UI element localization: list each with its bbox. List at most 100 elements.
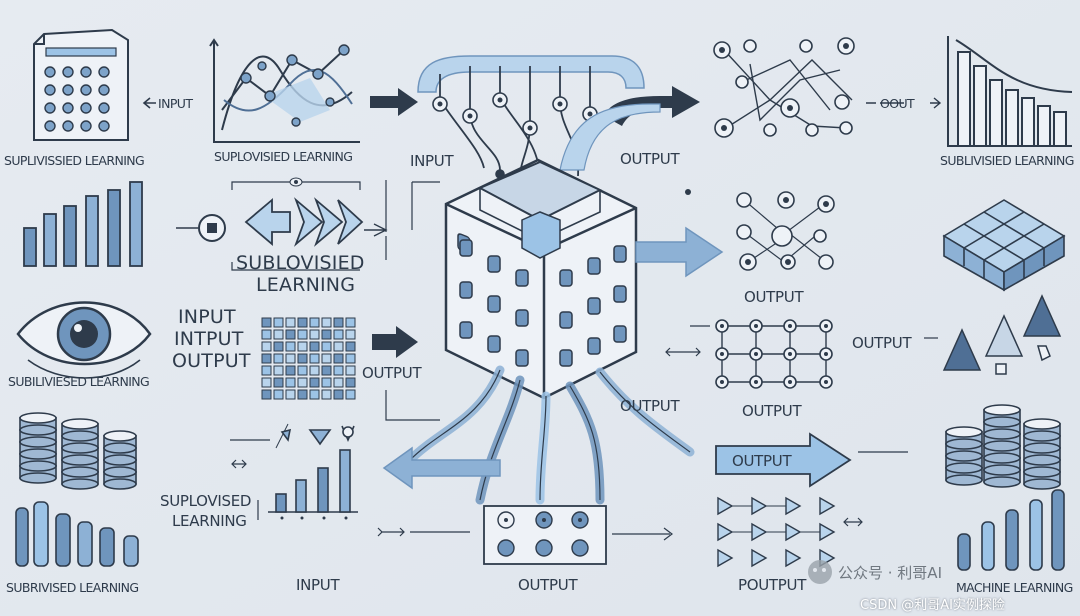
grid-cell: [333, 329, 344, 340]
grid-cell: [285, 317, 296, 328]
grid-cell: [297, 389, 308, 400]
grid-cell: [273, 377, 284, 388]
top-right-output-label: OOUT: [880, 96, 915, 111]
grid-cell: [309, 317, 320, 328]
document-dots: [44, 66, 110, 132]
bottom-poutput-label: POUTPUT: [738, 576, 807, 594]
mid-left-title-line1: SUBLOVISIED: [236, 252, 365, 274]
grid-cell: [297, 341, 308, 352]
cylinder-stack: [1023, 418, 1061, 490]
grid-cell: [321, 377, 332, 388]
wechat-logo-icon: [808, 560, 832, 584]
grid-cell: [345, 353, 356, 364]
cylinder-stack: [983, 404, 1021, 488]
mid-arrow-right: [372, 326, 418, 358]
bar-chart-bottom-mid: [268, 423, 358, 513]
bottom-guide-line: [385, 390, 440, 421]
cylinder-stack: [61, 418, 99, 490]
grid-cell: [285, 341, 296, 352]
grid-cell: [297, 317, 308, 328]
play-grid-arrow: [843, 517, 863, 527]
grid-cell: [285, 353, 296, 364]
grid-cell: [345, 329, 356, 340]
cube-holes: [457, 233, 627, 367]
grid-cell: [309, 353, 320, 364]
cylinder-stack: [945, 426, 983, 486]
grid-cell: [261, 353, 272, 364]
grid-cell: [309, 365, 320, 376]
grid-cell: [321, 353, 332, 364]
grid-cell: [297, 377, 308, 388]
grid-cell: [273, 353, 284, 364]
tile-grid-3d: [942, 199, 1066, 292]
cylinder-stack: [103, 430, 137, 490]
eye-mini-icon: [289, 177, 303, 187]
triangle-shapes: [942, 294, 1062, 375]
grid-output-label-left: OUTPUT: [620, 397, 680, 415]
grid-cell: [273, 329, 284, 340]
output-arrow-blue: [715, 432, 852, 488]
grid-cell: [261, 329, 272, 340]
central-cube: [444, 158, 638, 400]
line-chart-points: [240, 44, 350, 127]
play-triangle-grid: [717, 496, 836, 568]
grid-cell: [285, 329, 296, 340]
grid-cell: [261, 365, 272, 376]
bottom-input-label: INPUT: [296, 576, 340, 594]
database-stacks: [19, 412, 137, 490]
output-box: [483, 505, 607, 565]
oout-arrow: [866, 97, 942, 109]
grid-cell: [333, 365, 344, 376]
grid-cell: [321, 329, 332, 340]
cube-input-guide: [411, 181, 440, 230]
output-arrow-left-bottom: [382, 446, 501, 490]
grid-cell: [261, 377, 272, 388]
grid-cell: [333, 389, 344, 400]
grid-cell: [309, 329, 320, 340]
grid-cell: [333, 353, 344, 364]
cylinder-stack: [19, 412, 57, 484]
bar-chart-top-right: [947, 36, 1073, 147]
eye-caption: SUBILIVIESED LEARNING: [8, 374, 150, 389]
bottom-output-label: OUTPUT: [518, 576, 578, 594]
top-left-input-label: INPUT: [158, 96, 193, 111]
input-node-centers: [437, 97, 593, 131]
grid-cell: [309, 377, 320, 388]
grid-cell: [273, 389, 284, 400]
watermark-line2: CSDN @利哥AI实例探险: [860, 598, 1005, 613]
io-input-label-1: INPUT: [178, 306, 236, 328]
grid-output-label-right: OUTPUT: [742, 402, 802, 420]
network-nodes-mid-right: [736, 191, 835, 271]
io-input-label-2: INTPUT: [174, 328, 244, 350]
grid-cell: [285, 365, 296, 376]
cube-output-stream-outlines: [409, 369, 691, 501]
grid-cell: [333, 317, 344, 328]
grid-cell: [261, 341, 272, 352]
grid-cell: [321, 365, 332, 376]
grid-cell: [273, 317, 284, 328]
bar-chart-bottom-right: [957, 489, 1065, 571]
grid-cell: [261, 317, 272, 328]
grid-cell: [297, 329, 308, 340]
top-right-caption: SUBLIVISIED LEARNING: [940, 153, 1074, 168]
grid-cell: [321, 341, 332, 352]
right-output-label-1: OUTPUT: [744, 288, 804, 306]
chevron-arrows: [244, 197, 364, 247]
bottom-left-caption-line1: SUPLOVISED: [160, 492, 252, 510]
right-output-label-2: OUTPUT: [852, 334, 912, 352]
bar-chart-bottom-left: [15, 501, 139, 567]
output-box-link-right: [612, 527, 673, 541]
bar-chart-left: [23, 181, 143, 267]
bottom-mid-ticks: [280, 516, 348, 520]
database-stacks-right: [945, 404, 1061, 490]
mid-left-title-line2: LEARNING: [256, 274, 356, 296]
watermark-line1: 公众号 · 利哥AI: [838, 564, 942, 582]
bottom-right-caption: MACHINE LEARNING: [956, 580, 1073, 595]
output-flow-band: [559, 103, 661, 171]
bottom-mid-arrows: [230, 439, 270, 469]
grid-cell: [345, 389, 356, 400]
grid-cell: [297, 365, 308, 376]
mid-output-label: OUTPUT: [362, 364, 422, 382]
grid-cell: [297, 353, 308, 364]
